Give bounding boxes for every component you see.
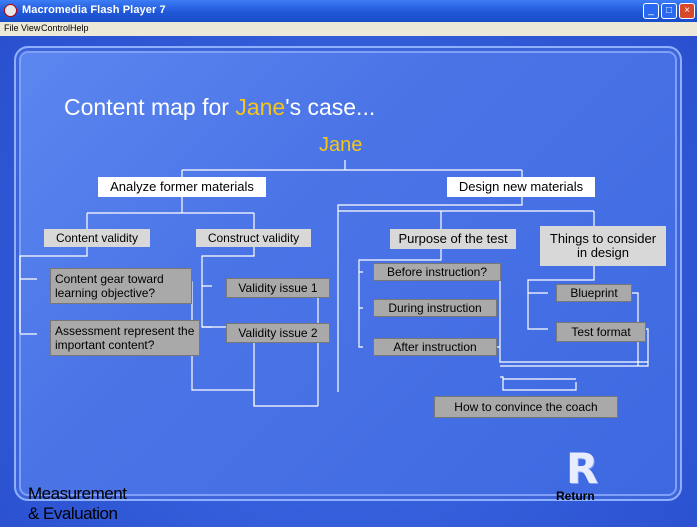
node-how-to-convince-coach[interactable]: How to convince the coach [434, 396, 618, 418]
close-icon[interactable]: × [679, 3, 695, 19]
node-content-validity[interactable]: Content validity [44, 229, 150, 247]
node-after-instruction[interactable]: After instruction [373, 338, 497, 356]
window-title: Macromedia Flash Player 7 [22, 4, 166, 16]
flash-player-icon [4, 4, 17, 17]
node-content-gear-toward-objective[interactable]: Content gear toward learning objective? [50, 268, 192, 304]
menu-file[interactable]: File [4, 23, 19, 33]
node-test-format[interactable]: Test format [556, 322, 646, 342]
node-construct-validity[interactable]: Construct validity [196, 229, 311, 247]
minimize-icon[interactable]: _ [643, 3, 659, 19]
return-icon[interactable]: R [566, 444, 599, 493]
root-node-jane: Jane [319, 134, 363, 156]
menu-help[interactable]: Help [70, 23, 89, 33]
maximize-icon[interactable]: □ [661, 3, 677, 19]
footer-title-text: Measurement & Evaluation [28, 484, 127, 523]
menu-bar: File View Control Help [0, 22, 697, 36]
node-things-to-consider[interactable]: Things to consider in design [540, 226, 666, 266]
slide-title-name: Jane [235, 94, 286, 120]
node-analyze-former-materials[interactable]: Analyze former materials [98, 177, 266, 197]
slide-title-suffix: 's case... [285, 94, 376, 120]
title-bar: Macromedia Flash Player 7 _ □ × [0, 0, 697, 22]
node-during-instruction[interactable]: During instruction [373, 299, 497, 317]
node-assessment-important-content[interactable]: Assessment represent the important conte… [50, 320, 200, 356]
flash-stage: Content map for Jane's case... Jane Anal… [0, 36, 697, 527]
node-validity-issue-1[interactable]: Validity issue 1 [226, 278, 330, 298]
node-blueprint[interactable]: Blueprint [556, 284, 632, 302]
slide-title: Content map for Jane's case... [64, 94, 375, 121]
menu-control[interactable]: Control [41, 23, 71, 33]
node-validity-issue-2[interactable]: Validity issue 2 [226, 323, 330, 343]
node-design-new-materials[interactable]: Design new materials [447, 177, 595, 197]
node-purpose-of-test[interactable]: Purpose of the test [390, 229, 516, 249]
node-before-instruction[interactable]: Before instruction? [373, 263, 501, 281]
slide-title-prefix: Content map for [64, 94, 236, 120]
return-button-label[interactable]: Return [556, 489, 595, 503]
menu-view[interactable]: View [21, 23, 41, 33]
